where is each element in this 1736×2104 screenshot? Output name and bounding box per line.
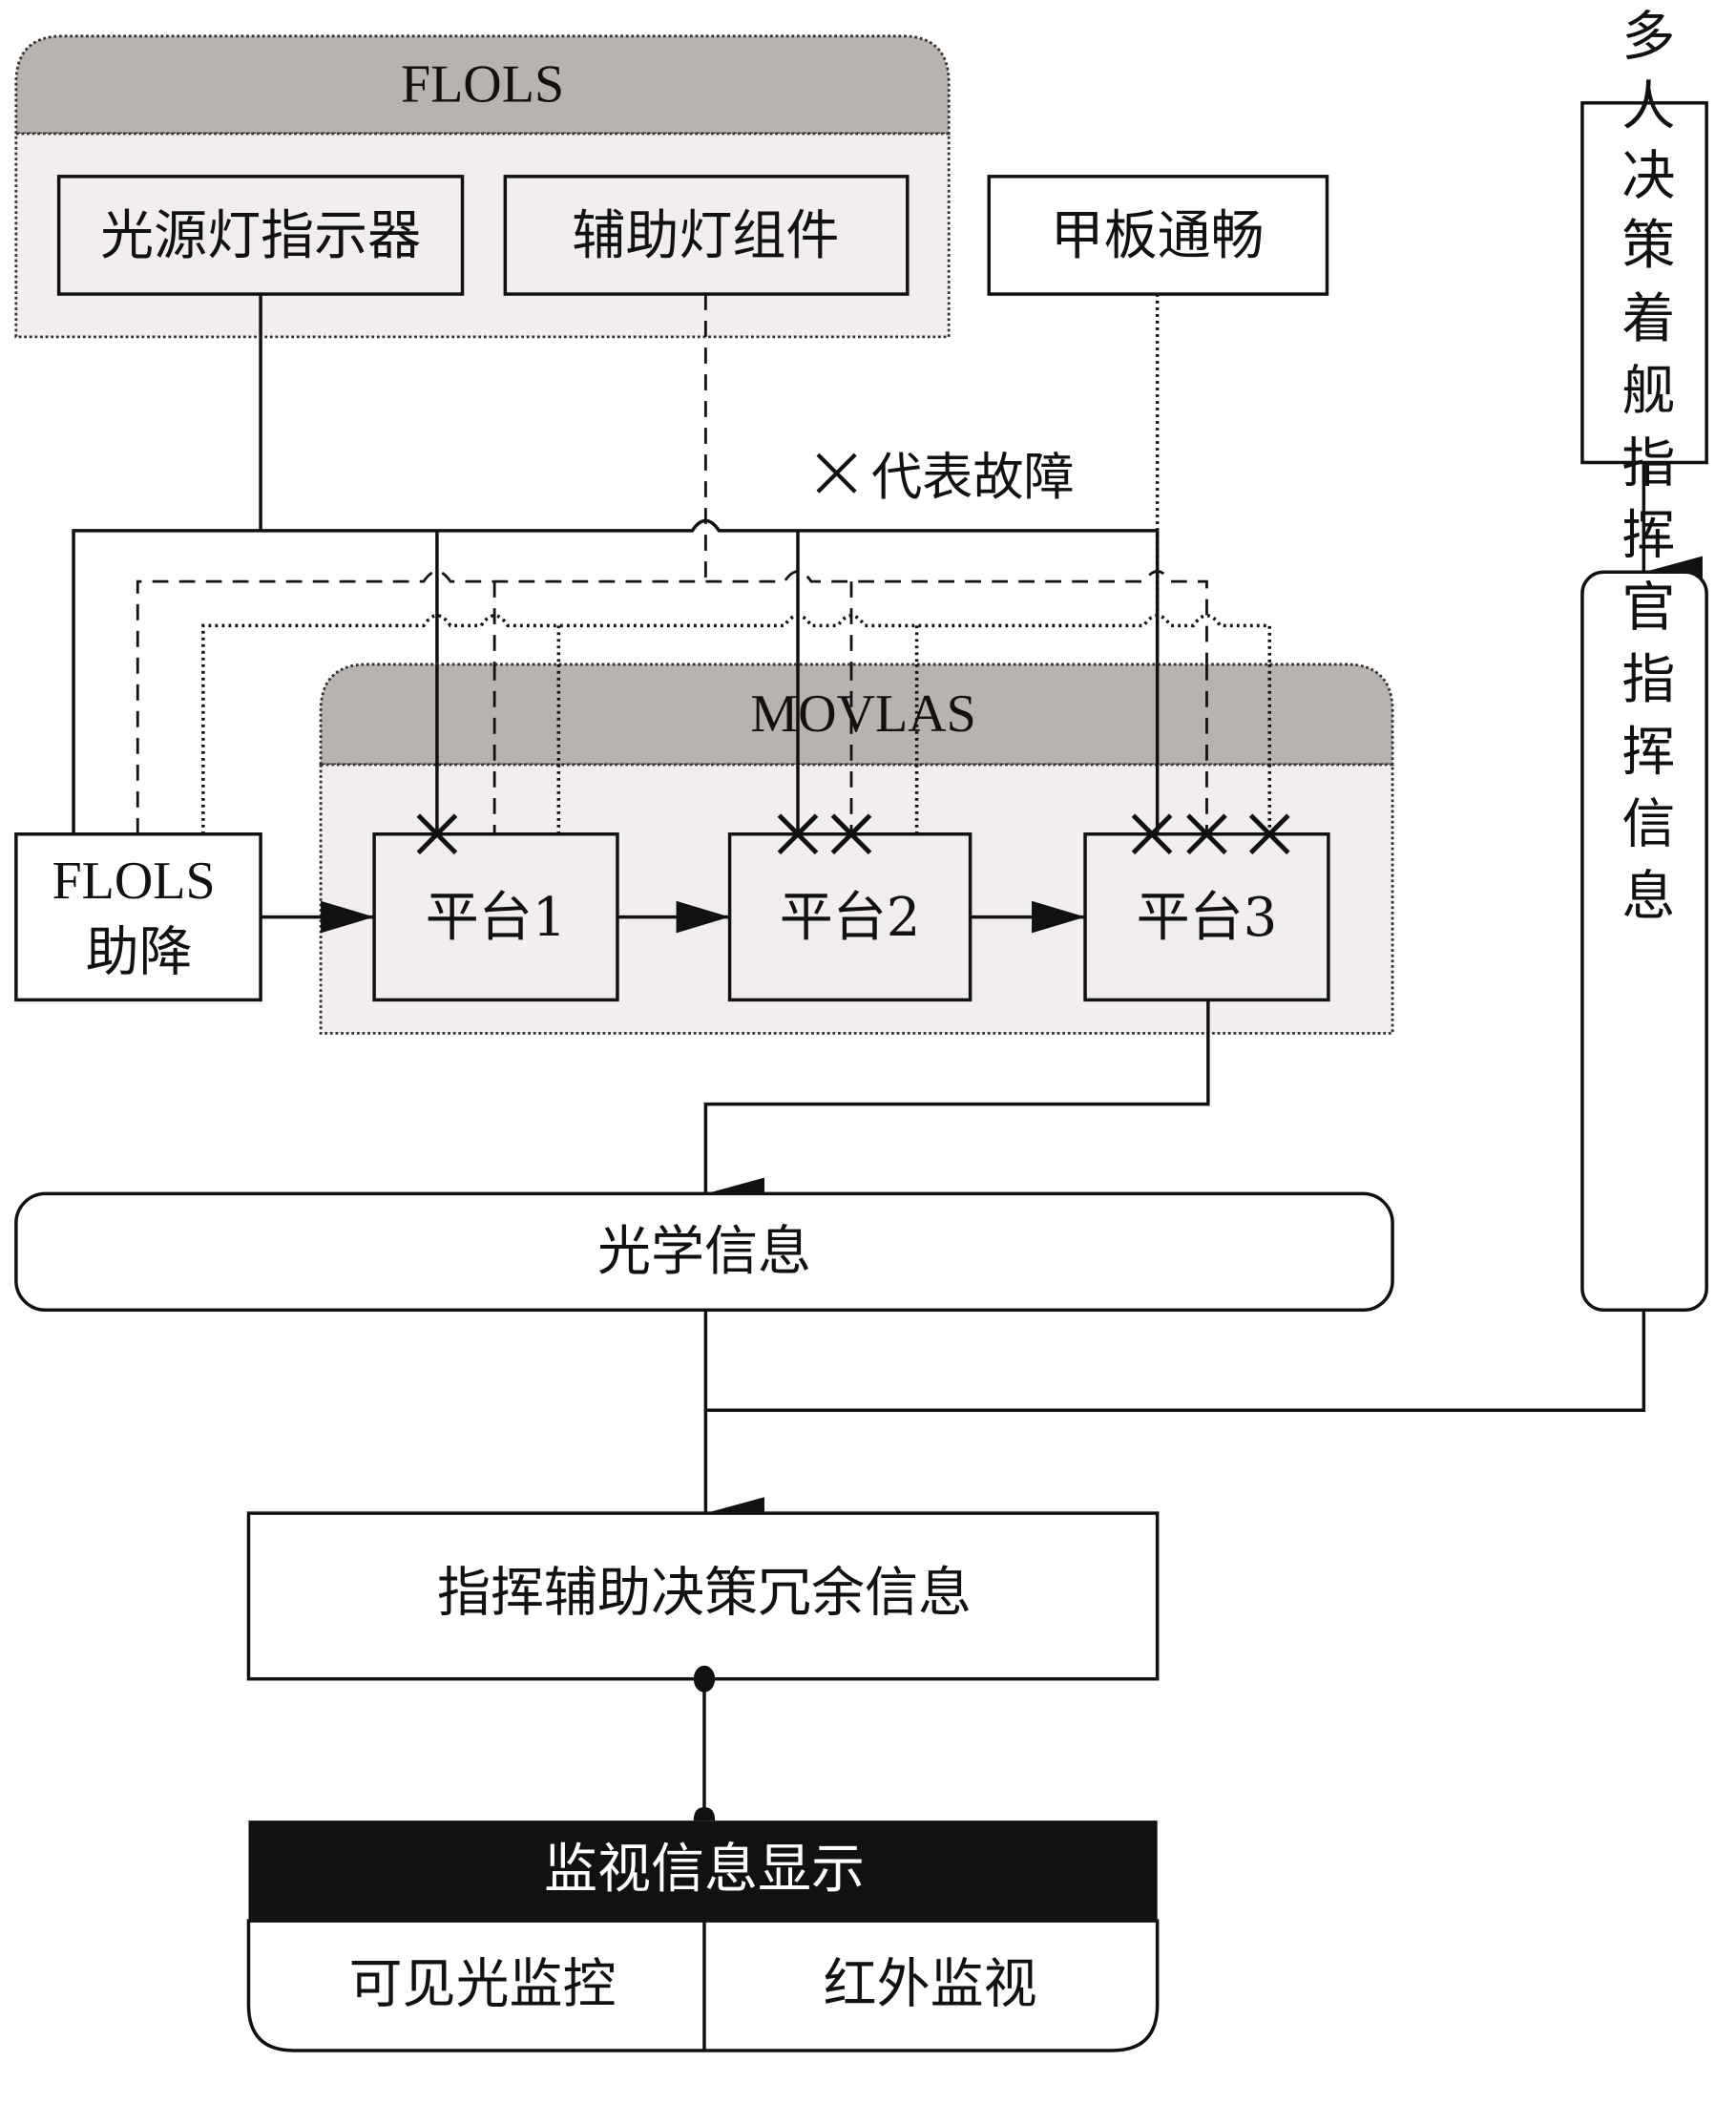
- flols-assist-box[interactable]: FLOLS 助降: [14, 832, 262, 1002]
- visible-light-monitor-label: 可见光监控: [349, 1954, 617, 2016]
- flols-group-header: [14, 34, 951, 136]
- movlas-group-title: MOVLAS: [750, 684, 975, 744]
- monitor-display-panel: 监视信息显示 可见光监控 红外监视: [246, 1820, 1160, 2052]
- movlas-group-header: [319, 663, 1394, 767]
- fault-x-icon: [777, 813, 819, 855]
- optical-info-box[interactable]: 光学信息: [14, 1191, 1394, 1312]
- deck-clear-box[interactable]: 甲板通畅: [987, 175, 1329, 296]
- flols-group-title: FLOLS: [401, 54, 564, 114]
- fault-x-icon: [816, 452, 857, 494]
- redundant-info-label: 指挥辅助决策冗余信息: [437, 1562, 972, 1624]
- redundant-to-monitor-connector: [693, 1665, 716, 1821]
- fault-x-icon: [830, 813, 872, 855]
- light-source-indicator-box[interactable]: 光源灯指示器: [56, 175, 465, 296]
- platform3-to-optical-arrow: [703, 999, 1210, 1210]
- monitor-display-header: [248, 1820, 1158, 1922]
- flols-assist-line1: FLOLS: [52, 852, 215, 911]
- platform-1[interactable]: 平台1: [372, 832, 619, 1002]
- optical-info-label: 光学信息: [597, 1221, 811, 1283]
- flols-group: FLOLS 光源灯指示器 辅助灯组件: [14, 34, 951, 339]
- redundant-info-box[interactable]: 指挥辅助决策冗余信息: [246, 1511, 1160, 1681]
- fault-legend-label: 代表故障: [871, 448, 1075, 507]
- infrared-monitor-cell[interactable]: 红外监视: [707, 1924, 1155, 2047]
- dashed-signal-lines: [136, 294, 1208, 834]
- platform-1-label: 平台1: [426, 887, 567, 949]
- fault-x-icon: [1131, 813, 1173, 855]
- auxiliary-light-label: 辅助灯组件: [572, 205, 839, 267]
- merge-lines: [703, 1310, 1646, 1529]
- platform-2[interactable]: 平台2: [727, 832, 973, 1002]
- fault-x-icon: [1186, 813, 1227, 855]
- platform-3[interactable]: 平台3: [1083, 832, 1330, 1002]
- multi-decision-box[interactable]: 多人决策: [1580, 8, 1708, 465]
- fault-x-icon: [1248, 813, 1290, 855]
- fault-x-icon: [416, 813, 458, 855]
- platform-2-label: 平台2: [780, 887, 921, 949]
- lso-command-label: 着舰指挥官指挥信息: [1613, 290, 1675, 940]
- auxiliary-light-box[interactable]: 辅助灯组件: [503, 175, 910, 296]
- deck-clear-label: 甲板通畅: [1051, 205, 1265, 267]
- flols-assist-line2: 助降: [86, 922, 193, 984]
- monitor-display-title: 监视信息显示: [544, 1839, 865, 1901]
- multi-decision-label: 多人决策: [1613, 8, 1675, 285]
- light-source-indicator-label: 光源灯指示器: [100, 205, 421, 267]
- visible-light-monitor-cell[interactable]: 可见光监控: [251, 1924, 701, 2047]
- platform-3-label: 平台3: [1137, 887, 1278, 949]
- infrared-monitor-label: 红外监视: [824, 1954, 1037, 2016]
- fault-legend: 代表故障: [816, 448, 1075, 507]
- fault-marks: [416, 813, 1290, 855]
